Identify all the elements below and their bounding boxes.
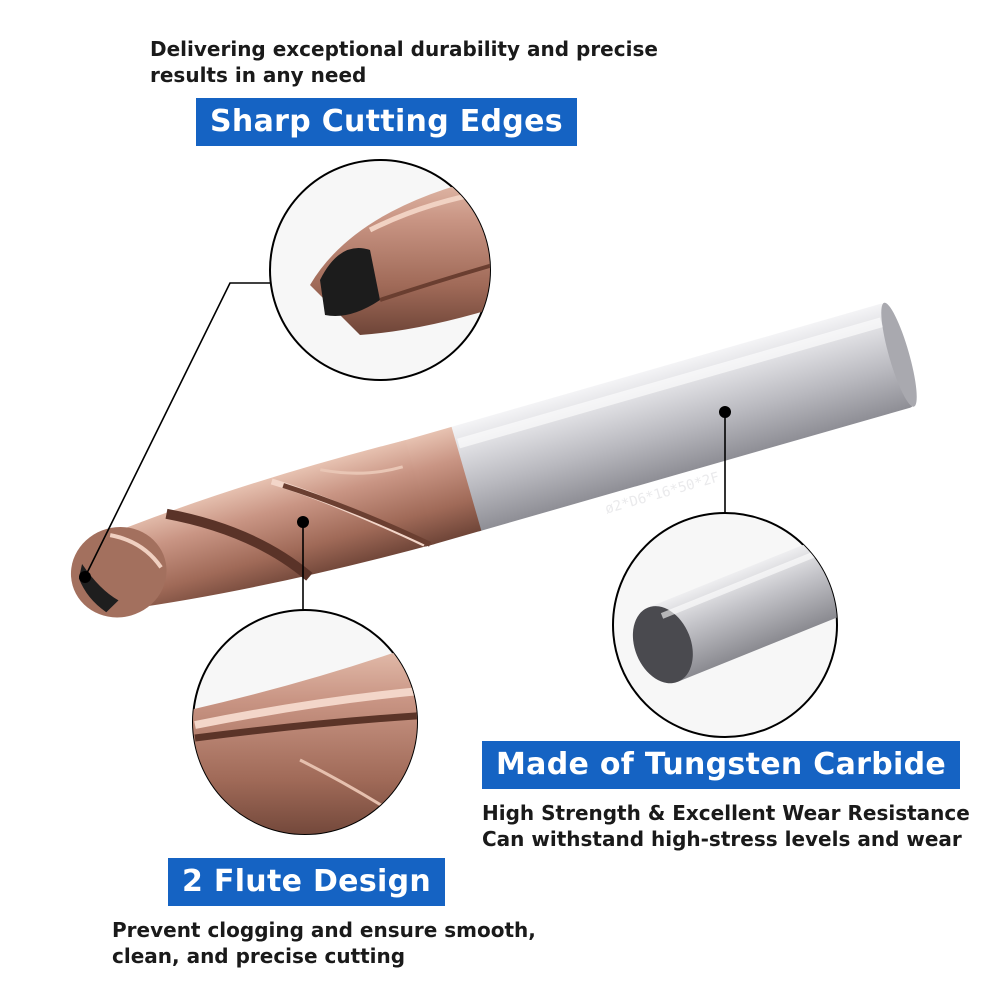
tungsten-carbide-description: High Strength & Excellent Wear Resistanc… — [482, 800, 970, 852]
shank — [445, 303, 915, 532]
cutting-edges-desc-line-2: results in any need — [150, 63, 367, 87]
flute-design-desc-line-1: Prevent clogging and ensure smooth, — [112, 918, 536, 942]
tungsten-carbide-desc-line-2: Can withstand high-stress levels and wea… — [482, 827, 962, 851]
flute-design-desc-line-2: clean, and precise cutting — [112, 944, 406, 968]
flute-design-badge: 2 Flute Design — [168, 858, 446, 906]
detail-cutting-edge — [269, 159, 491, 381]
shank-end — [881, 302, 917, 407]
detail-flute — [192, 609, 418, 835]
cutting-edges-badge: Sharp Cutting Edges — [196, 98, 577, 146]
flute-design-description: Prevent clogging and ensure smooth, clea… — [112, 917, 536, 969]
tungsten-carbide-badge: Made of Tungsten Carbide — [482, 741, 961, 789]
end-mill — [70, 302, 917, 618]
detail-carbide — [612, 512, 838, 738]
flute-body — [100, 440, 436, 610]
cutting-edges-description: Delivering exceptional durability and pr… — [150, 36, 658, 88]
cutting-edges-desc-line-1: Delivering exceptional durability and pr… — [150, 37, 658, 61]
leader-lines — [84, 282, 726, 612]
tungsten-carbide-desc-line-1: High Strength & Excellent Wear Resistanc… — [482, 801, 970, 825]
